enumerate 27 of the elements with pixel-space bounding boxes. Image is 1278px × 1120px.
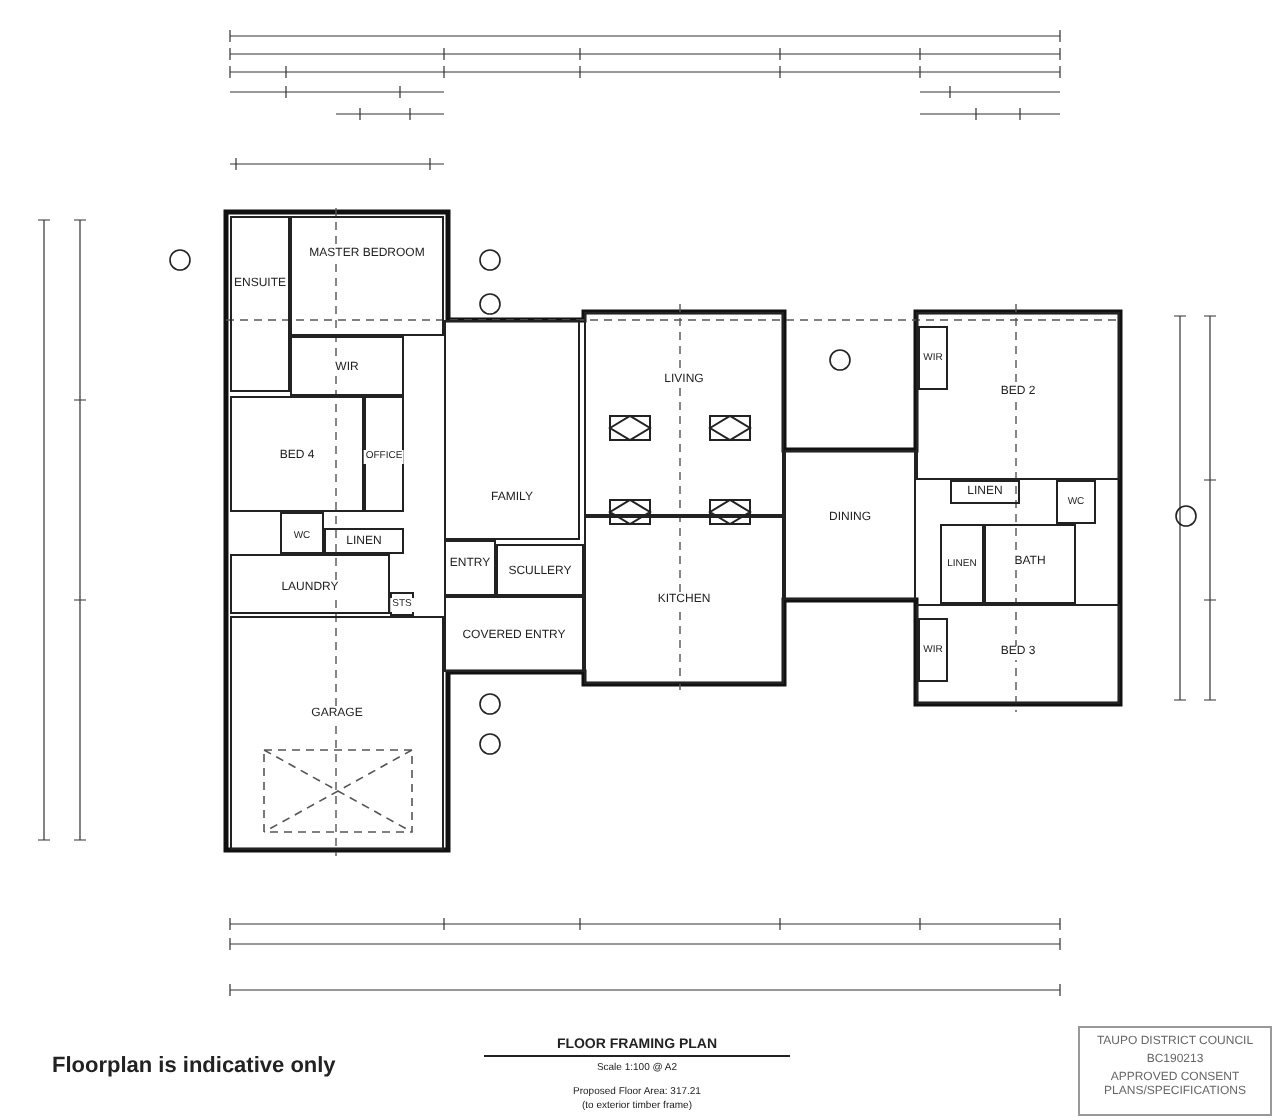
room-outline xyxy=(784,450,916,600)
room-outline xyxy=(230,554,390,614)
room-outline xyxy=(290,216,444,336)
room-outline xyxy=(364,396,404,512)
room-outline xyxy=(390,592,414,616)
room-outline xyxy=(230,216,290,392)
room-outline xyxy=(984,524,1076,604)
room-outline xyxy=(950,480,1020,504)
room-outline xyxy=(290,336,404,396)
room-outline xyxy=(918,326,948,390)
approval-stamp xyxy=(1078,1026,1272,1116)
room-outline xyxy=(940,524,984,604)
room-outline xyxy=(230,616,444,850)
room-outline xyxy=(444,540,496,596)
room-outline xyxy=(444,320,580,540)
room-outline xyxy=(496,544,584,596)
room-outline xyxy=(916,604,1120,704)
room-outline xyxy=(324,528,404,554)
room-outline xyxy=(916,312,1120,480)
room-outline xyxy=(444,596,584,672)
room-outline xyxy=(1056,480,1096,524)
room-outline xyxy=(230,396,364,512)
label-text: Floorplan is indicative only xyxy=(52,1054,336,1078)
room-outline xyxy=(918,618,948,682)
room-outline xyxy=(584,516,784,684)
room-outline xyxy=(584,312,784,516)
room-outline xyxy=(280,512,324,554)
